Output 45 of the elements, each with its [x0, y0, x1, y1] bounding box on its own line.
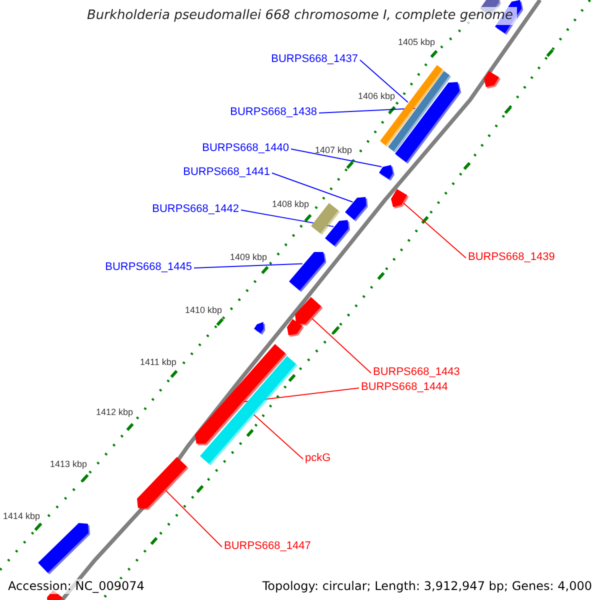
leader-line: [318, 108, 416, 114]
leader-line: [194, 263, 303, 268]
gene-feature-bar: [199, 355, 300, 467]
gene-feature-block: [483, 70, 502, 90]
scale-label: 1410 kbp: [185, 305, 222, 316]
scale-label: 1407 kbp: [315, 145, 352, 156]
gene-feature-block: [288, 251, 328, 294]
gene-label: BURPS668_1439: [468, 250, 555, 264]
scale-label: 1406 kbp: [358, 91, 396, 102]
gene-feature-block: [294, 296, 324, 328]
leader-line: [403, 202, 466, 258]
gene-label: BURPS668_1440: [202, 141, 289, 155]
gene-label: BURPS668_1441: [183, 165, 270, 179]
leader-line: [272, 172, 354, 202]
gene-feature-block: [344, 196, 370, 223]
leader-line: [290, 148, 382, 168]
scale-label: 1405 kbp: [398, 37, 436, 48]
gene-label: BURPS668_1437: [271, 52, 358, 66]
genome-info: Topology: circular; Length: 3,912,947 bp; Genes: 4,000: [262, 579, 592, 594]
scale-label: 1411 kbp: [140, 357, 176, 368]
scale-label: 1414 kbp: [3, 511, 40, 522]
gene-feature-block: [252, 321, 266, 336]
accession-info: Accession: NC_009074: [8, 579, 144, 594]
scale-label: 1413 kbp: [50, 459, 88, 470]
gene-feature-block: [286, 318, 306, 338]
scale-label: 1412 kbp: [96, 407, 134, 418]
gene-label: BURPS668_1443: [373, 365, 460, 379]
gene-label: BURPS668_1438: [230, 105, 317, 119]
gene-feature-block: [394, 81, 463, 166]
gene-feature-block: [378, 164, 396, 182]
gene-label: pckG: [305, 451, 331, 465]
gene-label: BURPS668_1442: [152, 202, 239, 216]
gene-feature-block: [37, 522, 92, 576]
gene-label: BURPS668_1447: [224, 539, 311, 553]
leader-line: [311, 318, 372, 374]
gene-feature-block: [390, 188, 410, 210]
leader-line: [165, 490, 222, 548]
gene-feature-block: [324, 219, 352, 249]
scale-label: 1408 kbp: [272, 199, 310, 210]
gene-label: BURPS668_1444: [361, 380, 448, 394]
gene-feature-block: [136, 456, 190, 512]
gene-label: BURPS668_1445: [105, 260, 192, 274]
scale-label: 1409 kbp: [230, 252, 268, 263]
leader-line: [360, 60, 408, 103]
leader-line: [253, 414, 304, 460]
